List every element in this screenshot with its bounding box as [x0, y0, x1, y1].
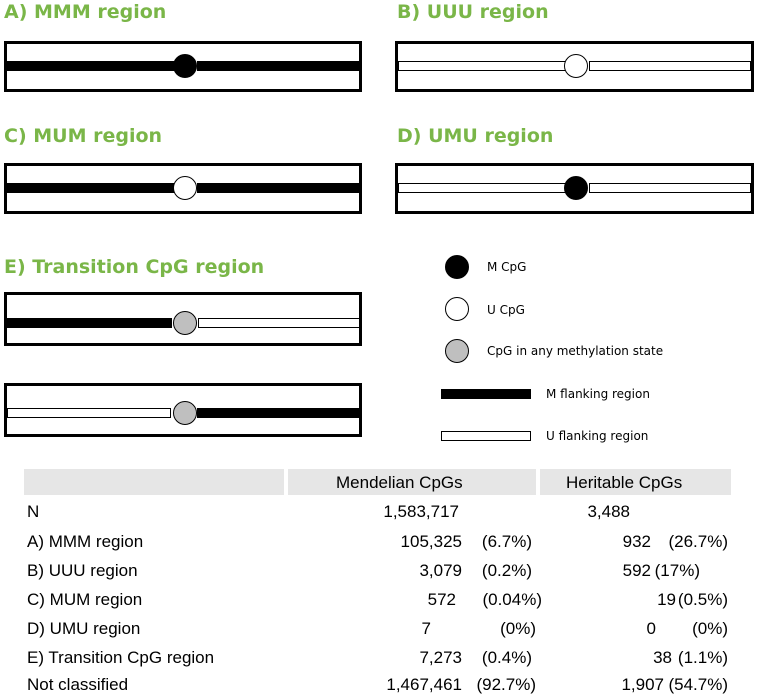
legend-any-cpg-icon — [445, 339, 469, 363]
mendelian-pct: (0.2%) — [481, 561, 532, 580]
heritable-value: 3,488 — [587, 502, 630, 521]
table-header-label-cell — [24, 469, 284, 495]
legend-m-cpg-icon — [445, 255, 469, 279]
heritable-value: 38 — [653, 648, 672, 667]
m-flank-left — [7, 183, 177, 193]
panel-transition-m-to-u — [4, 292, 362, 346]
mendelian-value: 105,325 — [400, 532, 462, 551]
heritable-value: 932 — [622, 532, 651, 551]
panel-mum — [4, 163, 362, 214]
panel-umu — [395, 163, 754, 214]
heritable-value: 0 — [646, 619, 656, 638]
row-label: B) UUU region — [27, 561, 138, 580]
legend-m-flank-label: M flanking region — [546, 387, 650, 401]
heritable-value: 1,907 — [621, 675, 664, 694]
row-label: N — [27, 502, 40, 521]
heritable-pct: (0%) — [692, 619, 728, 638]
m-flank-right — [197, 183, 359, 193]
row-label: E) Transition CpG region — [27, 648, 215, 667]
m-cpg-circle — [564, 176, 588, 200]
mendelian-value: 1,583,717 — [383, 502, 459, 521]
m-flank-left — [7, 61, 177, 71]
m-flank-left — [7, 318, 172, 328]
u-flank-left — [7, 408, 171, 418]
mendelian-pct: (92.7%) — [476, 675, 536, 694]
heritable-value: 592 — [622, 561, 651, 580]
table-header-mendelian: Mendelian CpGs — [336, 473, 463, 492]
heritable-pct: (26.7%) — [668, 532, 728, 551]
table-header-heritable-cell — [540, 469, 731, 495]
legend-u-flank-icon — [441, 431, 531, 441]
legend-any-cpg-label: CpG in any methylation state — [487, 344, 664, 358]
legend-u-flank-label: U flanking region — [546, 429, 649, 443]
legend-m-flank-icon — [441, 389, 531, 399]
title-mum: C) MUM region — [4, 125, 163, 147]
m-flank-right — [197, 61, 359, 71]
m-cpg-circle — [173, 54, 197, 78]
mendelian-value: 572 — [427, 590, 456, 609]
row-label: Not classified — [27, 675, 129, 694]
any-state-cpg-circle — [173, 311, 197, 335]
u-flank-left — [398, 61, 566, 71]
u-flank-left — [398, 183, 566, 193]
u-cpg-circle — [173, 176, 197, 200]
mendelian-pct: (0.4%) — [481, 648, 532, 667]
title-mmm: A) MMM region — [4, 1, 167, 23]
u-cpg-circle — [564, 54, 588, 78]
panel-mmm — [4, 41, 362, 92]
mendelian-value: 7 — [421, 619, 431, 638]
mendelian-pct: (0%) — [500, 619, 536, 638]
heritable-pct: (1.1%) — [677, 648, 728, 667]
table-header-mendelian-cell — [288, 469, 536, 495]
mendelian-pct: (0.04%) — [482, 590, 542, 609]
mendelian-value: 1,467,461 — [386, 675, 462, 694]
u-flank-right — [589, 183, 751, 193]
table-header-heritable: Heritable CpGs — [566, 473, 683, 492]
heritable-pct: (54.7%) — [668, 675, 728, 694]
heritable-value: 19 — [657, 590, 676, 609]
row-label: C) MUM region — [27, 590, 143, 609]
any-state-cpg-circle — [173, 401, 197, 425]
heritable-pct: (17%) — [654, 561, 700, 580]
mendelian-pct: (6.7%) — [481, 532, 532, 551]
legend-m-cpg-label: M CpG — [487, 260, 527, 274]
m-flank-right — [197, 408, 359, 418]
u-flank-right — [589, 61, 751, 71]
title-uuu: B) UUU region — [397, 1, 549, 23]
row-label: A) MMM region — [27, 532, 144, 551]
legend-u-cpg-label: U CpG — [487, 303, 525, 317]
u-flank-right — [198, 318, 360, 328]
title-transition: E) Transition CpG region — [4, 256, 265, 278]
title-umu: D) UMU region — [397, 125, 554, 147]
panel-uuu — [395, 41, 754, 92]
legend-u-cpg-icon — [445, 297, 469, 321]
panel-transition-u-to-m — [4, 383, 362, 437]
row-label: D) UMU region — [27, 619, 141, 638]
heritable-pct: (0.5%) — [677, 590, 728, 609]
mendelian-value: 3,079 — [419, 561, 462, 580]
mendelian-value: 7,273 — [419, 648, 462, 667]
